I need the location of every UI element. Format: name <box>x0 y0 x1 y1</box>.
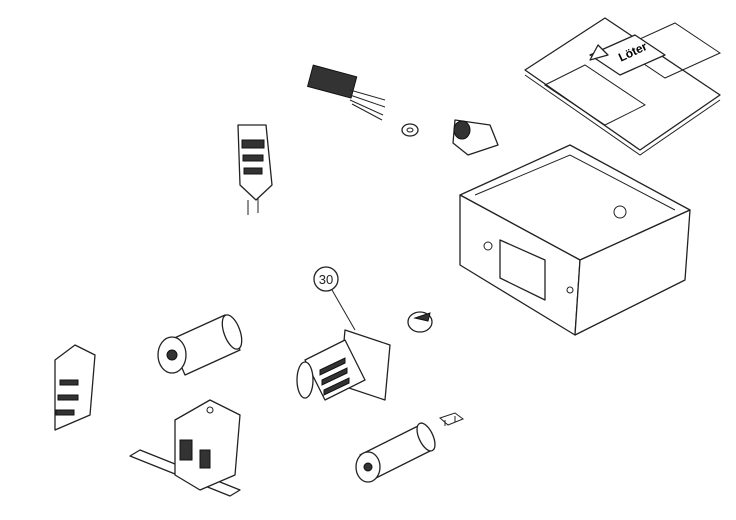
power-cable-plug <box>237 64 386 215</box>
housing-lid: Löter <box>524 17 722 156</box>
lock-nut <box>401 123 419 137</box>
capacitor-small <box>355 422 436 483</box>
callout-30: 30 <box>313 266 339 292</box>
terminal-clip <box>439 412 465 426</box>
knob <box>407 311 433 333</box>
circuit-breaker <box>54 344 96 431</box>
callout-label: 30 <box>319 272 333 287</box>
contactor-din-rail <box>129 399 241 497</box>
housing-box <box>459 144 691 336</box>
rotary-switch <box>296 289 391 401</box>
capacitor-large <box>157 314 243 376</box>
socket-connector <box>452 119 499 156</box>
